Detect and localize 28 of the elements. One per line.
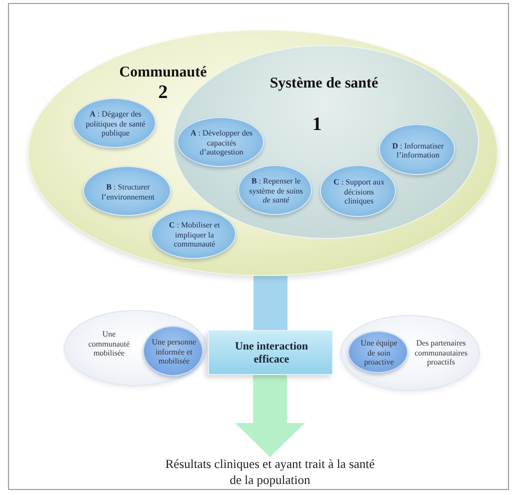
strategy-ellipse xyxy=(83,166,171,216)
inner-ellipse xyxy=(348,331,408,373)
node-label: Une équipe de soin proactive xyxy=(360,338,398,368)
node-label: A : Dégager des politiques de santé publique xyxy=(84,110,146,138)
node-label: Une communauté mobilisée xyxy=(87,330,131,358)
number-label: 1 xyxy=(312,114,322,136)
heading: Système de santé xyxy=(270,76,378,92)
node-label: D : Informatiser l’information xyxy=(391,140,445,160)
node-label: B : Repenser le système de soins de santé xyxy=(248,176,304,206)
strategy-ellipse xyxy=(379,124,455,175)
node-label: A : Développer des capacités d’autogestion xyxy=(190,128,252,158)
node-label: C : Support aux décisions cliniques xyxy=(332,178,386,206)
strategy-ellipse xyxy=(320,165,396,217)
cross-bar xyxy=(208,330,333,375)
strategy-ellipse xyxy=(151,209,236,259)
strategy-ellipse xyxy=(177,117,264,167)
node-label: C : Mobiliser et impliquer la communauté xyxy=(168,220,221,250)
node-label: B : Structurer l’environnement xyxy=(100,182,156,202)
strategy-ellipse xyxy=(73,98,156,148)
heading: Communauté xyxy=(119,64,207,82)
inner-ellipse xyxy=(143,326,203,376)
result-text: Résultats cliniques et ayant trait à la santé de la population xyxy=(165,457,375,489)
node-label: Des partenaires communautaires proactifs xyxy=(414,338,468,368)
block-arrow xyxy=(235,375,305,457)
node-label: Une interaction efficace xyxy=(234,340,309,368)
node-label: Une personne informée et mobilisée xyxy=(151,338,197,366)
strategy-ellipse xyxy=(238,165,312,215)
number-label: 2 xyxy=(158,82,168,104)
